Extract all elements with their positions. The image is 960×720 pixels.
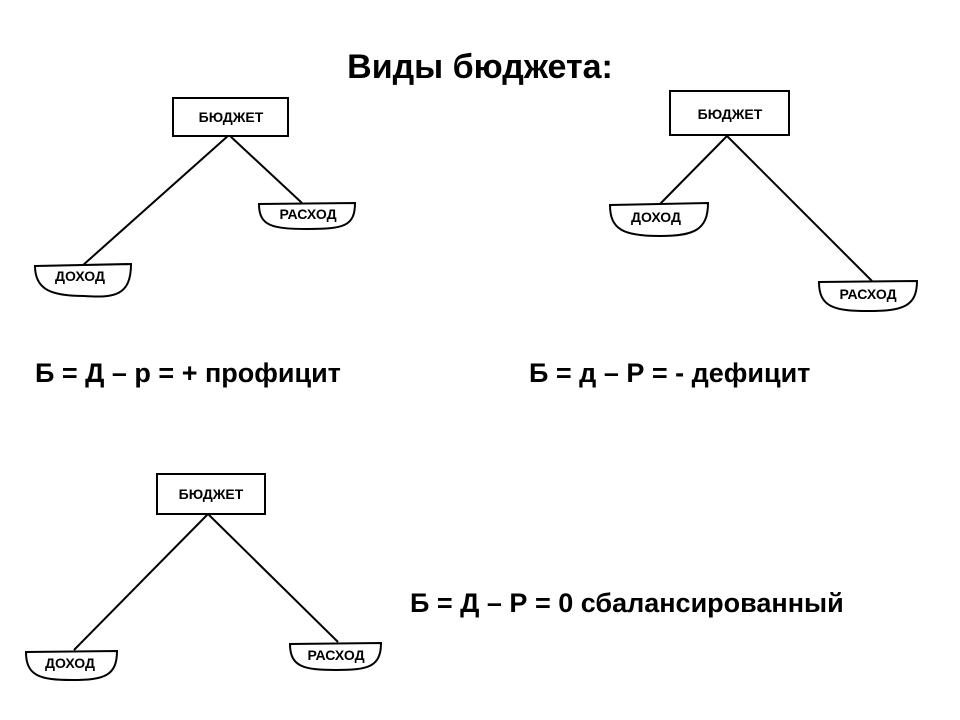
budget-label: БЮДЖЕТ — [199, 109, 264, 125]
income-label: ДОХОД — [55, 268, 105, 284]
income-bowl — [33, 262, 133, 298]
formula-deficit: Б = д – Р = - дефицит — [529, 358, 811, 388]
formula-balanced: Б = Д – Р = 0 сбалансированный — [410, 588, 844, 618]
diagram-deficit: БЮДЖЕТ ДОХОД РАСХОД — [608, 90, 919, 313]
budget-box — [172, 97, 289, 137]
connector-expense — [207, 513, 339, 643]
connector-income — [81, 134, 230, 267]
budget-label: БЮДЖЕТ — [698, 106, 763, 122]
expense-bowl — [817, 279, 919, 313]
income-label: ДОХОД — [631, 209, 681, 225]
income-bowl — [24, 649, 119, 682]
expense-label: РАСХОД — [839, 286, 896, 302]
slide-title: Виды бюджета: — [347, 48, 613, 86]
connector-expense — [228, 134, 303, 204]
connector-expense — [726, 135, 873, 282]
budget-label: БЮДЖЕТ — [179, 486, 244, 502]
income-bowl — [608, 201, 710, 238]
budget-box — [669, 90, 790, 136]
budget-box — [156, 473, 266, 515]
expense-label: РАСХОД — [279, 206, 336, 222]
expense-label: РАСХОД — [307, 647, 364, 663]
diagram-balanced: БЮДЖЕТ ДОХОД РАСХОД — [24, 473, 383, 682]
expense-bowl — [288, 641, 383, 672]
formula-surplus: Б = Д – р = + профицит — [35, 358, 341, 388]
income-label: ДОХОД — [45, 655, 95, 671]
connector-income — [659, 135, 728, 205]
diagram-surplus: БЮДЖЕТ ДОХОД РАСХОД — [33, 97, 357, 298]
connector-income — [73, 513, 209, 651]
expense-bowl — [257, 201, 357, 231]
